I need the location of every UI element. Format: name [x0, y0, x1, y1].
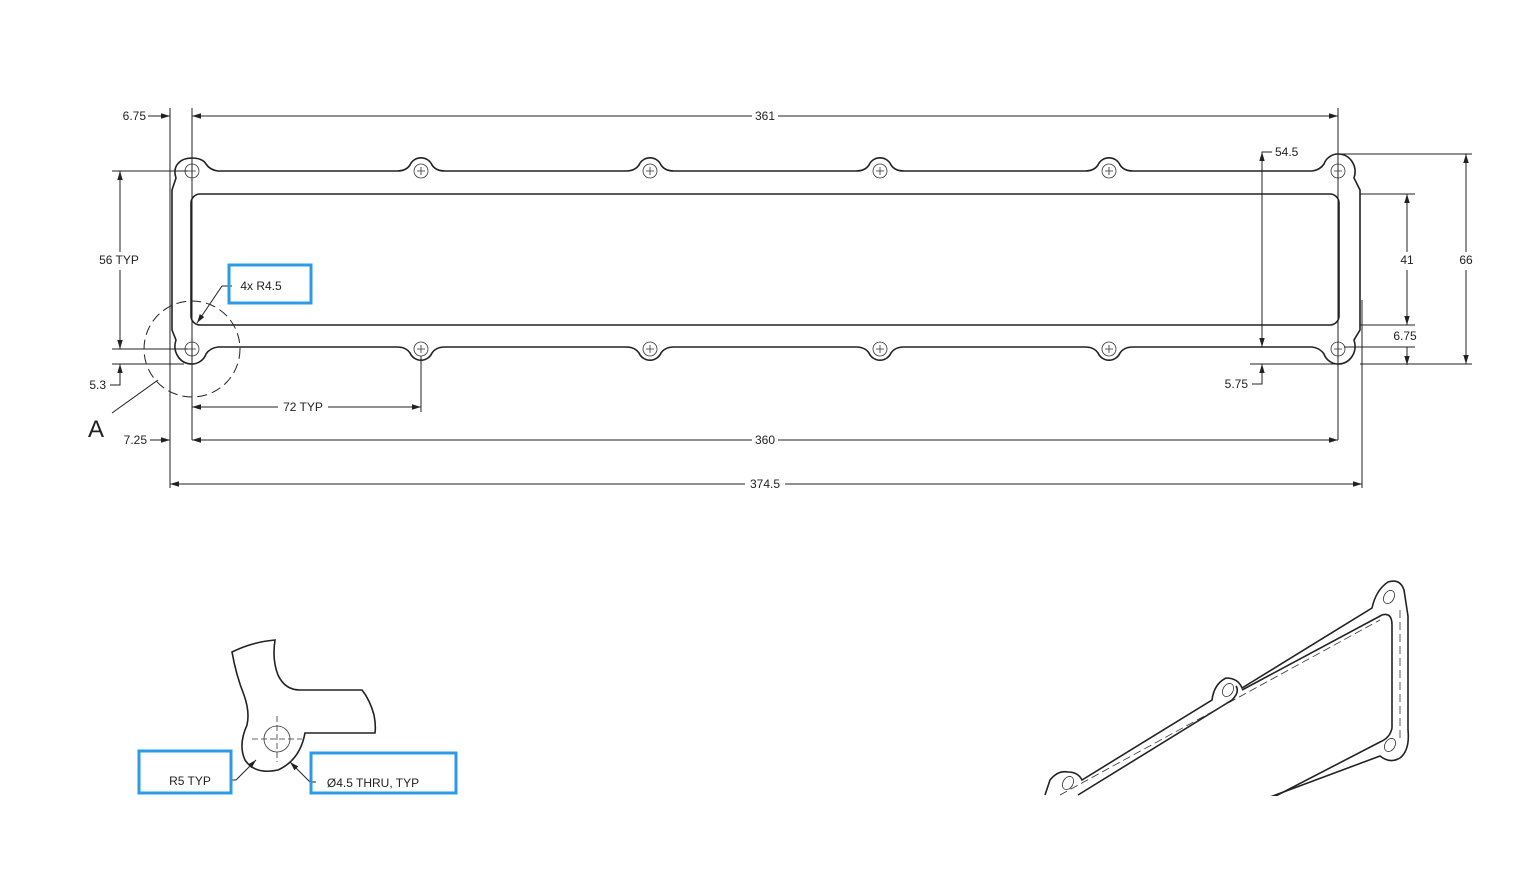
dim-hole-span: 360 — [755, 433, 775, 447]
radius-callout-highlight — [227, 263, 313, 305]
dim-hole-spacing-vertical: 56 TYP — [99, 253, 139, 267]
dim-radius-callout: 4x R4.5 — [240, 279, 282, 293]
dim-top-width: 361 — [755, 109, 775, 123]
dim-right-offset: 6.75 — [1393, 329, 1417, 343]
detail-hole-note: Ø4.5 THRU, TYP — [327, 776, 419, 790]
dim-right-bottom-offset: 5.75 — [1225, 377, 1249, 391]
isometric-view — [1044, 580, 1410, 796]
gasket-inner-opening — [190, 193, 1340, 326]
dim-bottom-offset-small: 5.3 — [89, 378, 106, 392]
detail-radius-note: R5 TYP — [169, 774, 211, 788]
dim-inner-height: 41 — [1400, 253, 1414, 267]
dim-overall-height: 66 — [1459, 253, 1473, 267]
dim-hole-pitch: 72 TYP — [283, 400, 323, 414]
hole-note-highlight — [309, 751, 458, 795]
radius-note-highlight — [137, 749, 233, 795]
dim-left-offset-bottom: 7.25 — [124, 433, 148, 447]
detail-view-label: A — [88, 416, 104, 443]
dim-right-hole-offset: 54.5 — [1275, 145, 1299, 159]
dim-overall-length: 374.5 — [750, 477, 780, 491]
mounting-holes — [184, 163, 1346, 357]
dimension-texts: 361 6.75 56 TYP 4x R4.5 5.3 A 72 TYP 7.2… — [88, 109, 1473, 491]
gasket-outer-outline — [171, 153, 1361, 365]
detail-view-a: R5 TYP Ø4.5 THRU, TYP — [137, 639, 458, 795]
dimension-lines — [110, 108, 1472, 488]
dim-left-offset-top: 6.75 — [123, 109, 147, 123]
